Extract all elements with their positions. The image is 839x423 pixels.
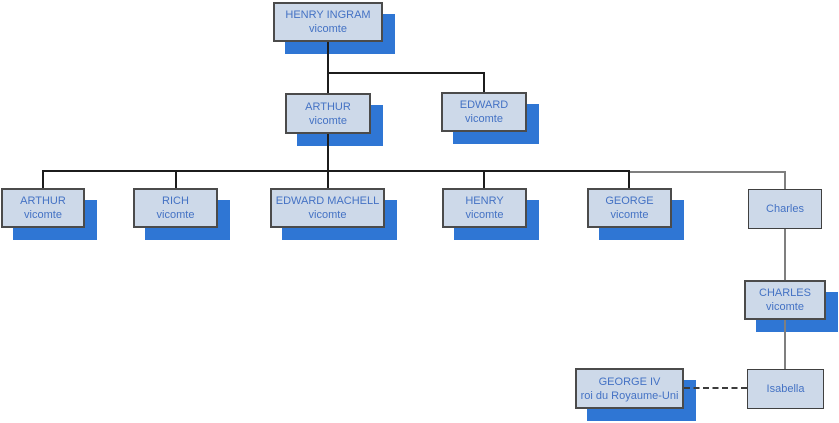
- connector-line: [483, 170, 485, 188]
- connector-line: [175, 170, 177, 188]
- connector-line: [628, 170, 630, 188]
- node-charles[interactable]: Charles: [748, 189, 822, 229]
- node-name-label: EDWARD: [459, 99, 509, 111]
- node-name-label: Isabella: [766, 383, 805, 395]
- connector-line: [784, 171, 786, 189]
- node-edward-machell[interactable]: EDWARD MACHELL vicomte: [270, 188, 385, 228]
- node-name-label: ARTHUR: [20, 195, 66, 207]
- node-title-label: vicomte: [309, 114, 347, 127]
- node-name-label: CHARLES: [759, 287, 811, 299]
- node-name-label: GEORGE IV: [598, 375, 661, 388]
- node-henry-gen3[interactable]: HENRY vicomte: [442, 188, 527, 228]
- node-name-label: EDWARD MACHELL: [275, 195, 380, 207]
- connector-line: [42, 170, 44, 188]
- node-name-label: Charles: [766, 203, 804, 215]
- node-title-label: roi du Royaume-Uni: [580, 389, 679, 402]
- node-title-label: vicomte: [308, 209, 347, 221]
- node-isabella[interactable]: Isabella: [747, 369, 824, 409]
- node-name-label: ARTHUR: [305, 100, 351, 113]
- connector-line: [42, 170, 630, 172]
- node-george[interactable]: GEORGE vicomte: [587, 188, 672, 228]
- node-name-label: HENRY: [465, 195, 504, 207]
- connector-line: [483, 72, 485, 92]
- connector-line: [784, 320, 786, 369]
- connector-line: [327, 72, 485, 74]
- node-title-label: vicomte: [156, 209, 195, 221]
- node-rich[interactable]: RICH vicomte: [133, 188, 218, 228]
- node-title-label: vicomte: [309, 23, 347, 35]
- node-charles-vicomte[interactable]: CHARLES vicomte: [744, 280, 826, 320]
- node-title-label: vicomte: [766, 301, 804, 313]
- node-name-label: GEORGE: [605, 195, 654, 207]
- node-name-label: RICH: [162, 195, 189, 207]
- node-arthur-gen3[interactable]: ARTHUR vicomte: [1, 188, 85, 228]
- connector-line: [630, 171, 786, 173]
- node-title-label: vicomte: [610, 209, 649, 221]
- node-name-label: HENRY INGRAM: [285, 9, 371, 21]
- connector-line: [327, 42, 329, 93]
- node-title-label: vicomte: [465, 209, 504, 221]
- node-title-label: vicomte: [465, 113, 503, 125]
- node-edward-gen2[interactable]: EDWARD vicomte: [441, 92, 527, 132]
- node-title-label: vicomte: [24, 209, 62, 221]
- node-henry-ingram[interactable]: HENRY INGRAM vicomte: [273, 2, 383, 42]
- connector-line: [784, 229, 786, 280]
- connector-line: [327, 134, 329, 188]
- dashed-marriage-connector: [684, 387, 747, 389]
